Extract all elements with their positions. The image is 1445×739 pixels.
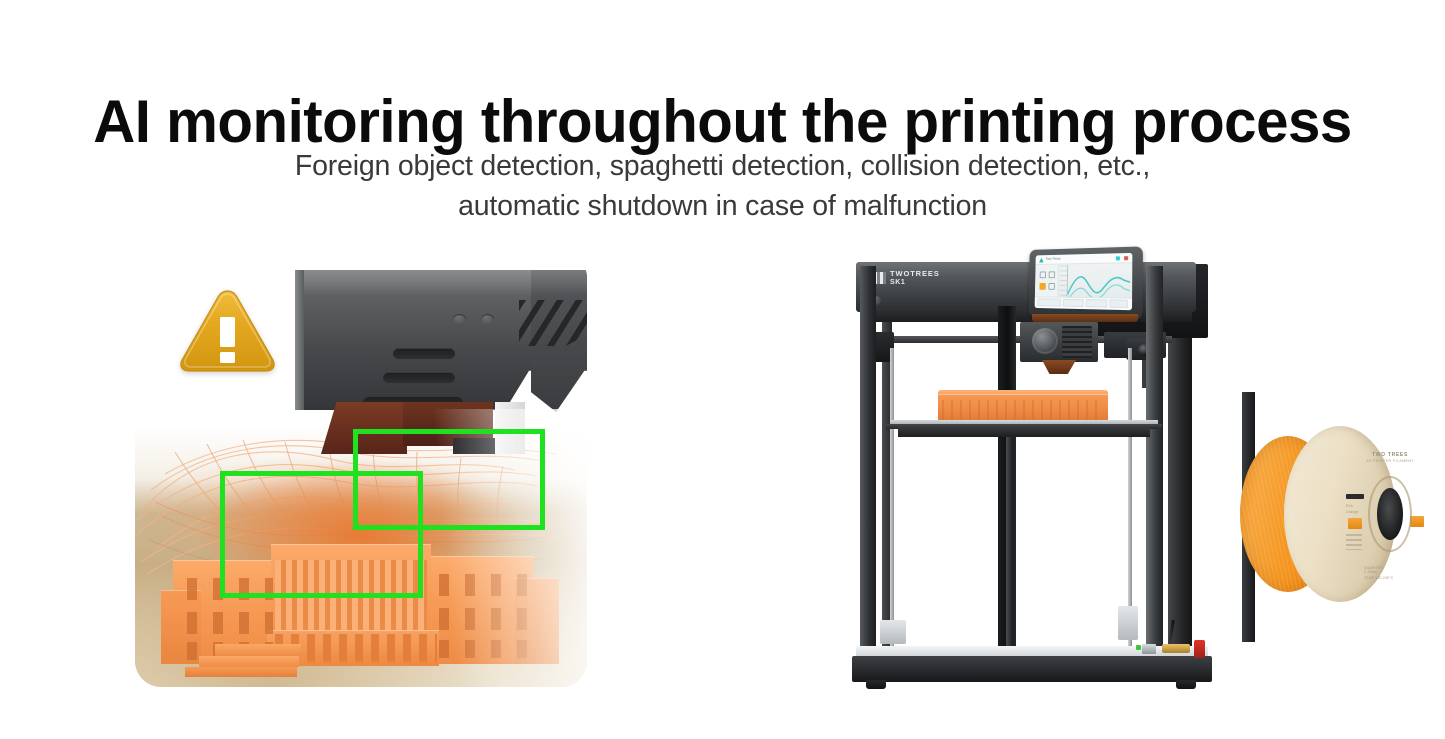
filament-spool: TWO TREES 3D PRINTER FILAMENT PLA Orange… [1234,392,1424,642]
printer-foot [866,680,886,689]
brand-name: TWOTREES [890,269,940,278]
spool-barcode [1346,494,1364,499]
wifi-icon [1115,256,1120,261]
brand-label: TWOTREES SK1 [890,269,940,287]
power-switch[interactable] [1194,640,1205,658]
frame-column-front-left [860,266,876,669]
screen-icon-temperature[interactable] [1039,271,1047,279]
z-block-left [880,620,906,644]
spool-color-chip [1410,516,1424,527]
spool-brand-sub: 3D PRINTER FILAMENT [1366,459,1414,463]
spool-side-plate: TWO TREES 3D PRINTER FILAMENT PLA Orange… [1284,426,1424,602]
detection-box-spaghetti [220,471,423,598]
z-block-right [1118,606,1138,640]
z-axis-rod-left [890,348,894,648]
print-head-highlight [295,270,587,296]
subtitle-line-1: Foreign object detection, spaghetti dete… [294,150,1151,182]
model-step [199,656,299,667]
spool-spec-diameter: DIAMETER 1.75mm [1364,566,1384,574]
print-head-vent-slot [393,348,455,359]
model-step [185,667,297,677]
hotend-fan-icon [1032,328,1058,354]
page-title: AI monitoring throughout the printing pr… [93,88,1352,156]
z-axis-rod-right [1128,348,1132,648]
spool-material: PLA [1346,504,1354,508]
model-step [215,644,301,656]
gantry-carriage-left [872,332,894,362]
print-head-screw-hole [481,314,494,324]
heated-bed-frame [898,426,1150,437]
nozzle-silicone-sock [321,402,407,454]
screen-button[interactable] [1037,298,1062,307]
hotend-heatsink [1062,326,1092,358]
screen-icon-settings[interactable] [1048,283,1055,290]
detection-box-nozzle [353,429,545,530]
print-top-surface [938,390,1108,397]
spaghetti-detection-photo [135,252,587,687]
sk1-3d-printer: TWOTREES SK1 Two Trees [846,246,1424,693]
screen-button[interactable] [1085,299,1108,308]
screen-button[interactable] [1062,298,1084,308]
frame-column-front-right [1146,266,1163,669]
page-subtitle: Foreign object detection, spaghetti dete… [0,146,1445,226]
frame-column-back-left [882,268,892,663]
screen-button[interactable] [1109,299,1128,309]
touchscreen-panel[interactable]: Two Trees [1028,246,1143,321]
printed-part-on-bed [938,394,1108,422]
screen-title: Two Trees [1045,256,1061,261]
photo-light-falloff [397,408,587,687]
subtitle-line-2: automatic shutdown in case of malfunctio… [458,190,987,222]
print-head-vent-slot [383,372,455,383]
z-axis-leadscrew [1006,418,1013,654]
record-icon [1124,256,1129,261]
ethernet-port[interactable] [1142,644,1156,654]
print-layer-lines [942,400,1104,420]
brand-logo-mark [874,272,886,284]
spool-center-hole [1377,488,1403,540]
top-bar-port [872,296,881,305]
model-name: SK1 [890,279,906,286]
touchscreen-display[interactable]: Two Trees [1034,252,1133,311]
spool-recycle-icons [1346,534,1362,550]
screen-sidebar[interactable] [1034,264,1059,297]
spool-spec-temp: TEMP 190-230°C [1364,576,1394,580]
antenna-base [1162,644,1190,653]
spool-color-chip [1348,518,1362,529]
status-led-icon [1136,645,1141,650]
warning-triangle-icon [175,284,280,376]
spool-hub-ring [1368,476,1412,552]
nozzle-tip [1042,360,1076,374]
printer-foot [1176,680,1196,689]
screen-icon-fan[interactable] [1048,271,1056,279]
print-head-vent-grid [519,300,587,346]
screen-mount-bracket [1032,314,1138,322]
print-head-edge [295,270,304,410]
screen-icon-active[interactable] [1039,283,1046,290]
model-windows [179,612,273,634]
print-head-screw-hole [453,314,466,324]
spool-color-name: Orange [1346,510,1359,514]
model-steps [181,644,301,678]
build-plate [890,420,1158,426]
printer-base [852,656,1212,682]
spool-brand-label: TWO TREES [1371,452,1409,458]
